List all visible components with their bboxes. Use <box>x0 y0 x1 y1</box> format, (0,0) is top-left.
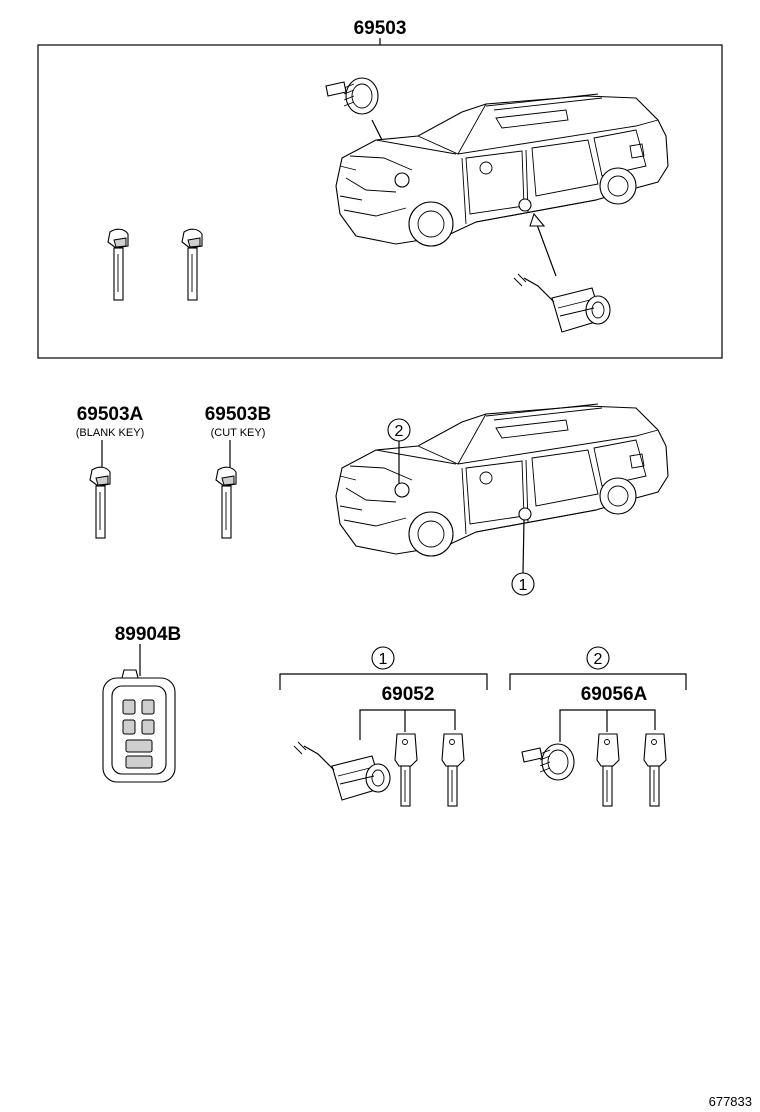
kit-part-number: 69503 <box>354 18 407 39</box>
kit-door-cylinder <box>513 273 611 333</box>
group-1-part-number: 69052 <box>382 684 435 705</box>
group-2-key-2 <box>643 733 667 807</box>
callout-door-leader <box>522 519 525 574</box>
smart-key-illustration <box>102 669 176 783</box>
group-2-leaders <box>559 709 656 742</box>
group-2-bracket <box>509 673 687 690</box>
cut-key-note: (CUT KEY) <box>211 427 266 439</box>
blank-key-note: (BLANK KEY) <box>76 427 144 439</box>
group-1-bracket <box>279 673 488 690</box>
kit-key-2 <box>181 228 203 301</box>
group-2-ignition-cylinder <box>521 743 575 781</box>
callout-ignition-number: 2 <box>395 423 404 440</box>
smart-key-part-number: 89904B <box>115 624 182 645</box>
van-ignition-spot <box>394 482 410 498</box>
group-1-leaders <box>359 709 456 740</box>
callout-door-number: 1 <box>519 577 528 594</box>
kit-van-illustration <box>335 93 669 247</box>
kit-arrow-door <box>535 221 557 277</box>
cut-key-illustration <box>215 466 237 539</box>
van-door-spot <box>518 507 532 521</box>
figure-number: 677833 <box>709 1094 752 1109</box>
group-2-key-1 <box>596 733 620 807</box>
blank-key-part-number: 69503A <box>77 404 144 425</box>
group-1-key-2 <box>441 733 465 807</box>
blank-key-illustration <box>89 466 111 539</box>
kit-key-1 <box>107 228 129 301</box>
cut-key-part-number: 69503B <box>205 404 272 425</box>
kit-ignition-cylinder <box>325 77 379 115</box>
kit-arrowhead-door <box>529 212 546 227</box>
group-2-part-number: 69056A <box>581 684 648 705</box>
group-2-circle <box>586 646 610 670</box>
group-1-number: 1 <box>379 651 388 668</box>
group-1-key-1 <box>394 733 418 807</box>
kit-van-ignition-spot <box>394 172 410 188</box>
kit-frame <box>37 44 723 359</box>
callout-van-illustration <box>335 403 669 557</box>
group-2-number: 2 <box>594 651 603 668</box>
group-1-circle <box>371 646 395 670</box>
group-1-door-cylinder <box>293 741 391 801</box>
kit-van-door-spot <box>518 198 532 212</box>
